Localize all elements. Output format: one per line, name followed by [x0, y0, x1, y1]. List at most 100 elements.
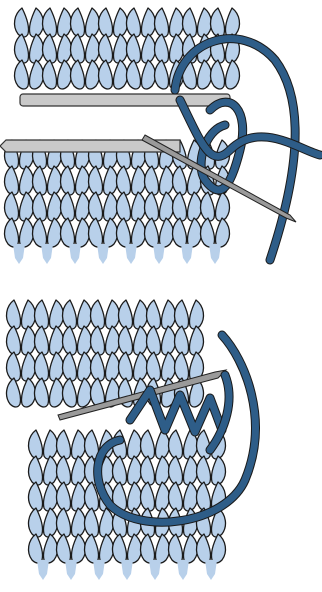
knit-stitch	[99, 34, 128, 63]
stitch-tail	[13, 244, 25, 264]
knit-stitch	[117, 218, 146, 247]
knit-stitch	[169, 456, 198, 485]
knit-stitch	[35, 352, 64, 381]
knit-stitch	[89, 218, 118, 247]
knit-stitch	[127, 34, 156, 63]
knit-stitch	[99, 60, 128, 89]
knit-stitch	[71, 8, 100, 37]
knit-stitch	[33, 218, 62, 247]
knit-stitch	[211, 8, 240, 37]
knit-stitch	[33, 166, 62, 195]
knit-stitch	[201, 218, 230, 247]
stitch-tail	[209, 244, 221, 264]
knit-stitch	[117, 192, 146, 221]
stitch-tail	[65, 560, 77, 580]
stitch-tail	[181, 244, 193, 264]
knit-stitch	[57, 508, 86, 537]
knit-stitch	[43, 8, 72, 37]
knit-stitch	[127, 60, 156, 89]
knit-stitch	[169, 534, 198, 563]
stitch-tail	[41, 244, 53, 264]
top-panel	[0, 8, 320, 264]
knit-stitch	[61, 166, 90, 195]
knit-stitch	[169, 482, 198, 511]
knit-stitch	[63, 300, 92, 329]
knit-stitch	[91, 300, 120, 329]
knit-stitch	[85, 534, 114, 563]
knit-stitch	[33, 192, 62, 221]
knit-stitch	[91, 352, 120, 381]
knit-stitch	[155, 34, 184, 63]
knit-stitch	[71, 34, 100, 63]
top-lower-fabric	[5, 140, 230, 264]
knit-stitch	[211, 60, 240, 89]
knit-stitch	[175, 300, 204, 329]
stitch-tail	[125, 244, 137, 264]
knit-stitch	[89, 192, 118, 221]
knit-stitch	[35, 326, 64, 355]
knit-stitch	[119, 300, 148, 329]
knit-stitch	[57, 430, 86, 459]
knit-stitch	[71, 60, 100, 89]
knit-stitch	[57, 534, 86, 563]
knit-stitch	[175, 326, 204, 355]
knit-stitch	[113, 534, 142, 563]
knit-stitch	[117, 166, 146, 195]
knit-stitch	[5, 192, 34, 221]
stitch-tail	[69, 244, 81, 264]
knit-stitch	[35, 378, 64, 407]
knit-stitch	[145, 218, 174, 247]
knit-stitch	[63, 326, 92, 355]
knit-stitch	[15, 8, 44, 37]
knit-stitch	[35, 300, 64, 329]
knit-stitch	[197, 534, 226, 563]
knit-stitch	[145, 192, 174, 221]
knit-stitch	[7, 378, 36, 407]
stitch-tail	[205, 560, 217, 580]
knit-stitch	[57, 482, 86, 511]
stitch-tail	[93, 560, 105, 580]
stitch-tail	[97, 244, 109, 264]
knit-stitch	[61, 218, 90, 247]
knit-stitch	[29, 534, 58, 563]
knit-stitch	[147, 300, 176, 329]
knit-stitch	[141, 534, 170, 563]
knit-stitch	[29, 508, 58, 537]
knit-stitch	[57, 456, 86, 485]
stitch-tail	[177, 560, 189, 580]
knit-stitch	[29, 482, 58, 511]
knit-stitch	[7, 300, 36, 329]
knit-stitch	[43, 60, 72, 89]
knit-stitch	[63, 352, 92, 381]
bottom-panel	[7, 300, 256, 580]
stitch-tail	[121, 560, 133, 580]
knit-stitch	[15, 60, 44, 89]
knit-stitch	[63, 378, 92, 407]
knit-stitch	[89, 166, 118, 195]
knit-stitch	[91, 326, 120, 355]
knit-stitch	[145, 166, 174, 195]
knit-stitch	[155, 8, 184, 37]
knit-stitch	[127, 8, 156, 37]
knit-stitch	[29, 430, 58, 459]
knit-stitch	[141, 482, 170, 511]
knit-stitch	[7, 352, 36, 381]
knit-stitch	[29, 456, 58, 485]
knit-stitch	[5, 166, 34, 195]
bottom-upper-fabric	[7, 300, 204, 407]
knit-stitch	[99, 8, 128, 37]
knit-stitch	[197, 456, 226, 485]
knit-stitch	[85, 508, 114, 537]
bottom-lower-fabric	[29, 430, 226, 580]
stitch-tail	[37, 560, 49, 580]
knit-stitch	[113, 456, 142, 485]
knit-stitch	[183, 8, 212, 37]
knit-stitch	[173, 218, 202, 247]
knit-stitch	[43, 34, 72, 63]
knit-stitch	[141, 456, 170, 485]
knit-stitch	[147, 352, 176, 381]
knitting-needle-upper	[20, 94, 230, 106]
stitch-tail	[149, 560, 161, 580]
knit-stitch	[173, 192, 202, 221]
knit-stitch	[147, 326, 176, 355]
